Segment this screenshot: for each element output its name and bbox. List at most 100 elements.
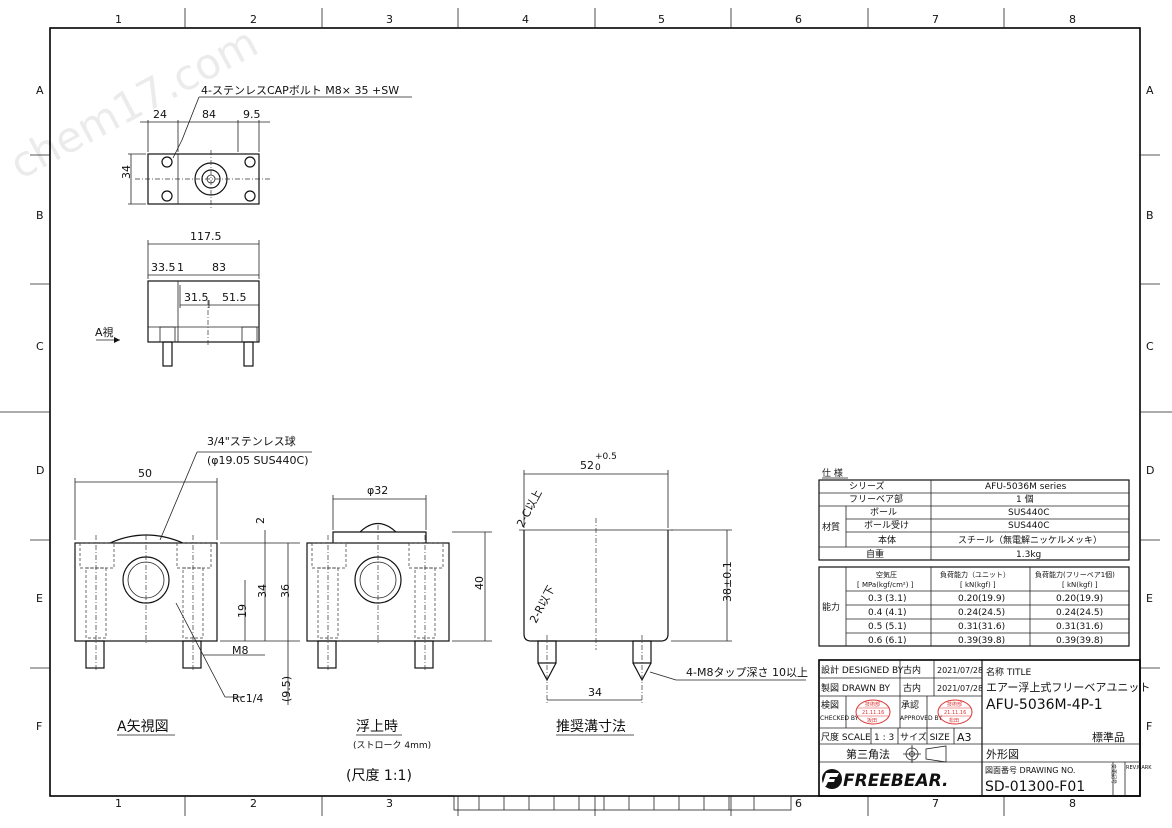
svg-text:4: 4 bbox=[522, 13, 529, 26]
svg-text:A: A bbox=[36, 84, 44, 97]
svg-text:承認: 承認 bbox=[901, 699, 919, 711]
svg-text:エアー浮上式フリーベアユニット: エアー浮上式フリーベアユニット bbox=[986, 681, 1150, 694]
svg-text:21.11.16: 21.11.16 bbox=[944, 710, 966, 716]
svg-text:M8: M8 bbox=[232, 644, 249, 657]
svg-text:古内: 古内 bbox=[903, 664, 921, 676]
drawing-scale-note: (尺度 1:1) bbox=[346, 768, 412, 784]
svg-text:スチール（無電解ニッケルメッキ）: スチール（無電解ニッケルメッキ） bbox=[958, 534, 1102, 546]
drawing-number: SD-01300-F01 bbox=[985, 779, 1085, 795]
svg-text:2: 2 bbox=[250, 13, 257, 26]
svg-text:E: E bbox=[36, 592, 43, 605]
svg-text:0.5 (5.1): 0.5 (5.1) bbox=[868, 622, 907, 632]
a-arrow-view: 3/4"ステンレス球 (φ19.05 SUS440C) 50 2 34 36 1… bbox=[74, 434, 312, 736]
svg-text:0.39(39.8): 0.39(39.8) bbox=[1056, 636, 1103, 646]
spec-table: 仕 様 シリーズ AFU-5036M series フリーベア部 1 個 ボール… bbox=[818, 467, 1130, 561]
drawing-frame bbox=[49, 27, 1141, 797]
svg-text:7: 7 bbox=[932, 13, 939, 26]
svg-text:34: 34 bbox=[120, 165, 133, 179]
svg-text:サイズ SIZE: サイズ SIZE bbox=[900, 731, 950, 743]
svg-text:ボール: ボール bbox=[870, 507, 897, 518]
svg-text:0.24(24.5): 0.24(24.5) bbox=[1056, 608, 1103, 618]
svg-text:(9.5): (9.5) bbox=[280, 676, 293, 702]
svg-text:ボール受け: ボール受け bbox=[864, 519, 909, 531]
groove-view-caption: 推奨溝寸法 bbox=[556, 719, 626, 735]
model-number: AFU-5036M-4P-1 bbox=[986, 697, 1103, 713]
chamfer-note: 2-C以上 bbox=[514, 487, 545, 529]
svg-text:1: 1 bbox=[115, 797, 122, 810]
svg-text:34: 34 bbox=[588, 686, 602, 699]
svg-text:負荷能力(フリーベア1個): 負荷能力(フリーベア1個) bbox=[1035, 570, 1115, 579]
svg-text:古内: 古内 bbox=[903, 682, 921, 694]
svg-text:E: E bbox=[1146, 592, 1153, 605]
a-view-caption: A矢視図 bbox=[117, 719, 169, 735]
title-block: 設計 DESIGNED BY 古内 2021/07/28 製図 DRAWN BY… bbox=[818, 659, 1152, 797]
svg-text:B: B bbox=[1146, 209, 1154, 222]
third-angle-projection-icon bbox=[903, 745, 947, 763]
svg-text:1.3kg: 1.3kg bbox=[1016, 550, 1041, 560]
svg-text:36: 36 bbox=[279, 584, 292, 598]
svg-text:坂田: 坂田 bbox=[867, 717, 877, 724]
svg-text:シリーズ: シリーズ bbox=[849, 480, 885, 492]
stamp-checked: 技術部 21.11.16 坂田 bbox=[855, 699, 891, 725]
svg-text:FREEBEAR.: FREEBEAR. bbox=[843, 771, 949, 791]
svg-text:8: 8 bbox=[1069, 13, 1076, 26]
svg-text:50: 50 bbox=[138, 467, 152, 480]
svg-text:技術部: 技術部 bbox=[865, 701, 880, 708]
svg-text:40: 40 bbox=[473, 576, 486, 590]
svg-text:REV.MARK: REV.MARK bbox=[1126, 765, 1152, 771]
tap-note: 4-M8タップ深さ 10以上 bbox=[686, 666, 808, 679]
lift-view: φ32 40 浮上時 (ストローク 4mm) (尺度 1:1) bbox=[306, 484, 492, 784]
svg-text:2021/07/28: 2021/07/28 bbox=[937, 684, 983, 693]
svg-text:能力: 能力 bbox=[822, 601, 840, 613]
svg-text:0.3 (3.1): 0.3 (3.1) bbox=[868, 594, 907, 604]
svg-text:フリーベア部: フリーベア部 bbox=[849, 493, 903, 505]
svg-text:設計 DESIGNED BY: 設計 DESIGNED BY bbox=[821, 664, 904, 676]
svg-text:尺度 SCALE: 尺度 SCALE bbox=[821, 731, 871, 743]
svg-text:標準品: 標準品 bbox=[1092, 730, 1125, 744]
svg-text:3: 3 bbox=[386, 13, 393, 26]
svg-text:5: 5 bbox=[658, 13, 665, 26]
svg-text:SUS440C: SUS440C bbox=[1008, 508, 1049, 518]
svg-text:83: 83 bbox=[212, 261, 226, 274]
svg-text:第三角法: 第三角法 bbox=[846, 747, 890, 761]
svg-text:31.5: 31.5 bbox=[184, 291, 209, 304]
svg-text:2: 2 bbox=[254, 517, 267, 524]
ball-note-1: 3/4"ステンレス球 bbox=[207, 434, 296, 448]
watermark: chem17.com bbox=[2, 17, 266, 188]
svg-text:A3: A3 bbox=[957, 731, 972, 744]
svg-text:仕 様: 仕 様 bbox=[822, 467, 843, 479]
svg-text:24: 24 bbox=[153, 108, 167, 121]
svg-text:117.5: 117.5 bbox=[190, 230, 222, 243]
capacity-table: 能力 空気圧 [ MPa(kgf/cm²) ] 負荷能力（ユニット） [ kN(… bbox=[818, 566, 1130, 647]
radius-note: 2-R以下 bbox=[527, 583, 558, 625]
svg-text:D: D bbox=[1146, 464, 1154, 477]
svg-text:6: 6 bbox=[795, 797, 802, 810]
bolt-note: 4-ステンレスCAPボルト M8× 35 +SW bbox=[201, 84, 399, 97]
svg-text:0.24(24.5): 0.24(24.5) bbox=[958, 608, 1005, 618]
svg-text:C: C bbox=[1146, 340, 1154, 353]
svg-text:SUS440C: SUS440C bbox=[1008, 521, 1049, 531]
svg-text:0.6 (6.1): 0.6 (6.1) bbox=[868, 636, 907, 646]
svg-text:APPROVED BY: APPROVED BY bbox=[900, 715, 942, 722]
svg-text:自重: 自重 bbox=[866, 548, 884, 560]
top-view: 4-ステンレスCAPボルト M8× 35 +SW 24 84 9.5 34 bbox=[120, 84, 412, 210]
svg-text:0.31(31.6): 0.31(31.6) bbox=[958, 622, 1005, 632]
svg-text:9.5: 9.5 bbox=[243, 108, 261, 121]
svg-text:84: 84 bbox=[202, 108, 216, 121]
svg-text:松田: 松田 bbox=[949, 717, 959, 724]
front-view: 117.5 33.5 1 83 31.5 51.5 A視 bbox=[95, 230, 260, 367]
svg-text:0.4 (4.1): 0.4 (4.1) bbox=[868, 608, 907, 618]
view-a-label: A視 bbox=[95, 325, 114, 339]
svg-text:F: F bbox=[36, 720, 42, 733]
svg-text:検図: 検図 bbox=[821, 699, 839, 711]
svg-text:本体: 本体 bbox=[878, 534, 896, 546]
svg-text:19: 19 bbox=[236, 604, 249, 618]
stroke-note: (ストローク 4mm) bbox=[353, 740, 431, 751]
svg-text:1 : 3: 1 : 3 bbox=[874, 733, 894, 743]
freebear-logo: FREEBEAR. bbox=[822, 769, 949, 791]
svg-text:AFU-5036M series: AFU-5036M series bbox=[985, 482, 1067, 492]
svg-text:空気圧: 空気圧 bbox=[876, 570, 897, 579]
svg-text:変更記号: 変更記号 bbox=[1110, 764, 1117, 784]
